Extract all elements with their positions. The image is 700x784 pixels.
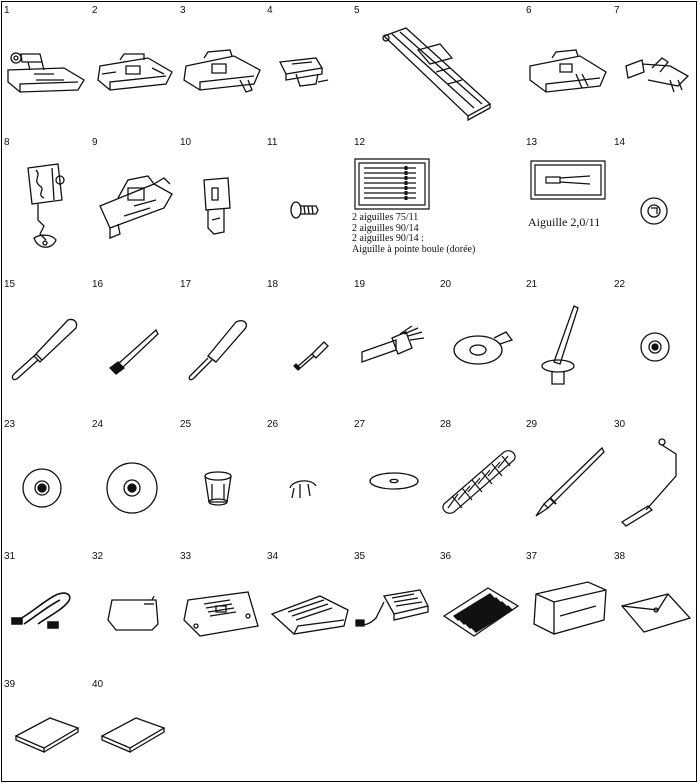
seam-ripper-icon	[8, 316, 84, 386]
item-number-1: 1	[4, 5, 10, 16]
item-number-27: 27	[354, 419, 366, 430]
cleaning-brush-icon	[104, 328, 160, 376]
item-number-6: 6	[526, 5, 532, 16]
foot-controller-icon	[356, 588, 432, 634]
item-number-15: 15	[4, 279, 16, 290]
item-number-28: 28	[440, 419, 452, 430]
bobbin-icon	[638, 196, 670, 226]
needle-caption-line-2: 2 aiguilles 90/14	[352, 222, 419, 234]
item-number-37: 37	[526, 551, 538, 562]
item-number-35: 35	[354, 551, 366, 562]
item-number-31: 31	[4, 551, 16, 562]
touch-pen-icon	[530, 444, 606, 520]
item-number-24: 24	[92, 419, 104, 430]
item-number-18: 18	[267, 279, 279, 290]
item-number-20: 20	[440, 279, 452, 290]
item-number-11: 11	[267, 137, 278, 148]
item-number-9: 9	[92, 137, 98, 148]
item-number-38: 38	[614, 551, 626, 562]
item-number-5: 5	[354, 5, 360, 16]
screw-icon	[288, 198, 322, 222]
spool-net-icon	[438, 446, 520, 518]
twin-needle-caption: Aiguille 2,0/11	[528, 215, 601, 229]
item-number-7: 7	[614, 5, 620, 16]
manual-book-icon	[14, 714, 80, 754]
walking-foot-adapter-icon	[198, 174, 236, 244]
felt-washer-icon	[368, 470, 420, 492]
bobbin-cover-icon	[286, 476, 320, 502]
item-number-29: 29	[526, 419, 538, 430]
needle-caption-line-1: 2 aiguilles 75/11	[352, 212, 419, 223]
buttonhole-foot-icon	[378, 22, 496, 122]
item-number-2: 2	[92, 5, 98, 16]
item-number-23: 23	[4, 419, 16, 430]
flatbed-attachment-icon	[268, 590, 352, 638]
item-number-25: 25	[180, 419, 192, 430]
spool-cap-large-icon	[104, 460, 160, 516]
item-number-32: 32	[92, 551, 104, 562]
dust-cover-icon	[530, 576, 610, 640]
blind-stitch-foot-icon	[526, 48, 610, 100]
darning-foot-icon	[18, 160, 74, 262]
needle-set-caption: 2 aiguilles 75/11 2 aiguilles 90/14 2 ai…	[352, 212, 476, 255]
item-number-33: 33	[180, 551, 192, 562]
disc-screwdriver-icon	[356, 324, 426, 368]
spool-insert-icon	[200, 470, 236, 510]
item-number-40: 40	[92, 679, 104, 690]
template-sheet-icon	[442, 586, 520, 638]
item-number-3: 3	[180, 5, 186, 16]
twin-needle-icon	[530, 160, 606, 200]
needle-set-icon	[354, 158, 430, 210]
button-sewing-foot-icon	[622, 50, 696, 96]
item-number-4: 4	[267, 5, 273, 16]
item-number-26: 26	[267, 419, 279, 430]
item-number-19: 19	[354, 279, 366, 290]
needle-plate-icon	[182, 586, 262, 640]
walking-foot-icon	[94, 172, 176, 246]
item-number-14: 14	[614, 137, 626, 148]
item-number-10: 10	[180, 137, 192, 148]
spool-pin-icon	[536, 302, 586, 390]
quick-reference-book-icon	[100, 714, 166, 754]
monogramming-foot-icon	[92, 52, 176, 96]
overcasting-foot-icon	[180, 48, 264, 98]
item-number-22: 22	[614, 279, 626, 290]
item-number-36: 36	[440, 551, 452, 562]
bobbin-cover-plate-icon	[104, 594, 162, 634]
item-number-39: 39	[4, 679, 16, 690]
item-number-16: 16	[92, 279, 104, 290]
needle-caption-line-3: 2 aiguilles 90/14 :	[352, 233, 424, 244]
zipper-foot-icon	[272, 52, 352, 92]
item-number-30: 30	[614, 419, 626, 430]
screwdriver-icon	[290, 338, 330, 372]
bobbin-small-icon	[638, 330, 672, 364]
knee-lifter-icon	[618, 436, 686, 528]
accessory-bag-icon	[618, 592, 692, 634]
spool-cap-small-icon	[20, 466, 64, 510]
item-number-17: 17	[180, 279, 192, 290]
needle-caption-line-4: Aiguille à pointe boule (dorée)	[352, 243, 476, 255]
eyelet-punch-icon	[186, 318, 252, 388]
item-number-34: 34	[267, 551, 279, 562]
item-number-21: 21	[526, 279, 538, 290]
usb-cable-icon	[10, 584, 78, 634]
item-number-8: 8	[4, 137, 10, 148]
spool-felt-icon	[450, 328, 514, 370]
item-number-12: 12	[354, 137, 366, 148]
zigzag-foot-icon	[4, 44, 88, 100]
item-number-13: 13	[526, 137, 538, 148]
